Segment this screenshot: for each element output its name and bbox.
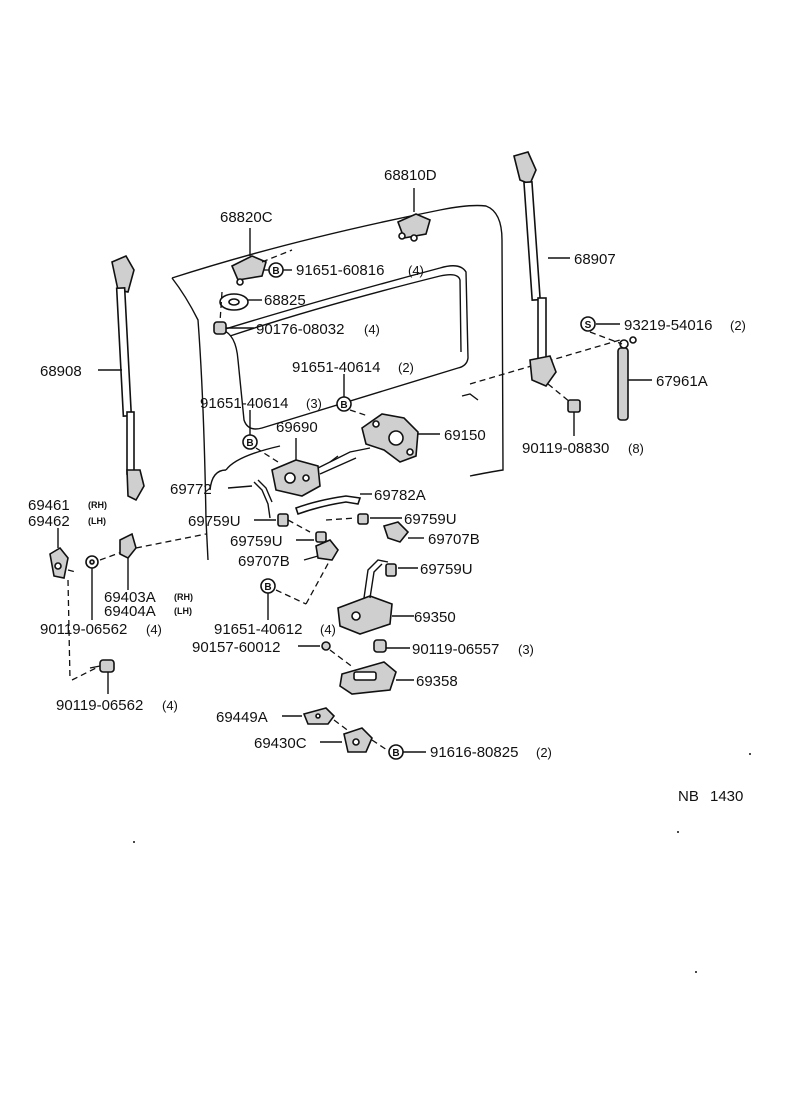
label-69350: 69350 bbox=[414, 609, 456, 626]
qty-91651-60816: (4) bbox=[408, 263, 424, 278]
label-69759U-b: 69759U bbox=[230, 533, 283, 550]
label-90119-06562-b: 90119-06562 bbox=[56, 697, 143, 714]
label-91616-80825: 91616-80825 bbox=[430, 744, 518, 761]
label-69462: 69462 bbox=[28, 513, 70, 530]
label-90119-06557: 90119-06557 bbox=[412, 641, 499, 658]
qty-90119-06557: (3) bbox=[518, 642, 534, 657]
damper-stay-67961A bbox=[617, 336, 637, 421]
rod-69782A bbox=[294, 495, 362, 516]
label-69461: 69461 bbox=[28, 497, 70, 514]
screw-90176-08032 bbox=[213, 321, 227, 335]
lock-control-69690 bbox=[271, 447, 371, 497]
qty-91616-80825: (2) bbox=[536, 745, 552, 760]
qty-91651-40614-b: (3) bbox=[306, 396, 322, 411]
label-69707B-a: 69707B bbox=[238, 553, 290, 570]
qty-91651-40614-a: (2) bbox=[398, 360, 414, 375]
label-69404A: 69404A bbox=[104, 603, 156, 620]
label-91651-40614-b: 91651-40614 bbox=[200, 395, 288, 412]
clip-69759U-c bbox=[357, 513, 369, 525]
label-69782A: 69782A bbox=[374, 487, 426, 504]
clip-69759U-b bbox=[315, 531, 327, 543]
gasket-68825 bbox=[219, 293, 249, 311]
label-69759U-a: 69759U bbox=[188, 513, 241, 530]
washer-93219-54016: S bbox=[580, 316, 596, 332]
bolt-symbol-icon: B bbox=[392, 748, 399, 759]
label-69690: 69690 bbox=[276, 419, 318, 436]
back-door-panel bbox=[171, 204, 621, 561]
bolt-91651-60816: B bbox=[268, 262, 284, 278]
bolt-91651-40614-b: B bbox=[242, 434, 258, 450]
part-labels: 68810D 68820C 91651-60816 (4) 68825 9017… bbox=[28, 167, 746, 805]
qty-93219-54016: (2) bbox=[730, 318, 746, 333]
label-69759U-d: 69759U bbox=[420, 561, 473, 578]
bolt-90119-06562-b bbox=[89, 659, 115, 673]
bolt-90119-06557 bbox=[373, 639, 387, 653]
hinge-68810D bbox=[396, 213, 431, 242]
label-91651-60816: 91651-60816 bbox=[296, 262, 384, 279]
bolt-91651-40612: B bbox=[260, 578, 276, 594]
label-90157-60012: 90157-60012 bbox=[192, 639, 280, 656]
label-93219-54016: 93219-54016 bbox=[624, 317, 712, 334]
hinge-69461-69462 bbox=[49, 546, 69, 579]
label-69430C: 69430C bbox=[254, 735, 307, 752]
footer-number: 1430 bbox=[710, 788, 743, 805]
washer-90157-60012 bbox=[321, 641, 331, 651]
cover-69358 bbox=[339, 661, 397, 695]
lock-69350 bbox=[337, 559, 393, 635]
gas-strut-68908 bbox=[111, 254, 145, 502]
bolt-symbol-icon: B bbox=[340, 400, 347, 411]
bolt-91651-40614-a: B bbox=[336, 396, 352, 412]
label-69449A: 69449A bbox=[216, 709, 268, 726]
side-69462: (LH) bbox=[88, 516, 106, 526]
rod-69772 bbox=[253, 479, 273, 519]
shim-69449A bbox=[302, 707, 336, 725]
label-91651-40612: 91651-40612 bbox=[214, 621, 302, 638]
striker-69430C bbox=[343, 727, 373, 753]
label-69403A: 69403A bbox=[104, 589, 156, 606]
bolt-90119-08830 bbox=[567, 399, 581, 420]
label-69772: 69772 bbox=[170, 481, 212, 498]
bolt-symbol-icon: B bbox=[264, 582, 271, 593]
clip-69759U-d bbox=[385, 563, 397, 577]
label-67961A: 67961A bbox=[656, 373, 708, 390]
striker-69403A-69404A bbox=[119, 532, 137, 560]
label-68820C: 68820C bbox=[220, 209, 273, 226]
bolt-symbol-icon: B bbox=[246, 438, 253, 449]
qty-91651-40612: (4) bbox=[320, 622, 336, 637]
bolt-symbol-icon: B bbox=[272, 266, 279, 277]
side-69461: (RH) bbox=[88, 500, 107, 510]
label-68908: 68908 bbox=[40, 363, 82, 380]
label-69759U-c: 69759U bbox=[404, 511, 457, 528]
lever-69707B-a bbox=[315, 539, 339, 561]
lever-69707B-b bbox=[382, 521, 410, 543]
scan-specks bbox=[133, 753, 751, 973]
bolt-91616-80825: B bbox=[388, 744, 404, 760]
gas-strut-68907 bbox=[513, 151, 557, 387]
qty-90119-08830: (8) bbox=[628, 441, 644, 456]
label-68810D: 68810D bbox=[384, 167, 437, 184]
label-69707B-b: 69707B bbox=[428, 531, 480, 548]
qty-90119-06562-a: (4) bbox=[146, 622, 162, 637]
label-68907: 68907 bbox=[574, 251, 616, 268]
qty-90119-06562-b: (4) bbox=[162, 698, 178, 713]
clip-69759U-a bbox=[277, 513, 289, 527]
label-90119-06562-a: 90119-06562 bbox=[40, 621, 127, 638]
washer-90119-06562-a bbox=[85, 555, 99, 569]
label-90119-08830: 90119-08830 bbox=[522, 440, 609, 457]
label-68825: 68825 bbox=[264, 292, 306, 309]
label-69358: 69358 bbox=[416, 673, 458, 690]
label-91651-40614-a: 91651-40614 bbox=[292, 359, 380, 376]
side-69403A: (RH) bbox=[174, 592, 193, 602]
qty-90176-08032: (4) bbox=[364, 322, 380, 337]
label-90176-08032: 90176-08032 bbox=[256, 321, 344, 338]
label-69150: 69150 bbox=[444, 427, 486, 444]
side-69404A: (LH) bbox=[174, 606, 192, 616]
lock-assembly-69150 bbox=[361, 413, 419, 463]
hinge-68820C bbox=[230, 255, 267, 286]
footer-code: NB bbox=[678, 788, 699, 805]
special-symbol-icon: S bbox=[585, 320, 592, 331]
